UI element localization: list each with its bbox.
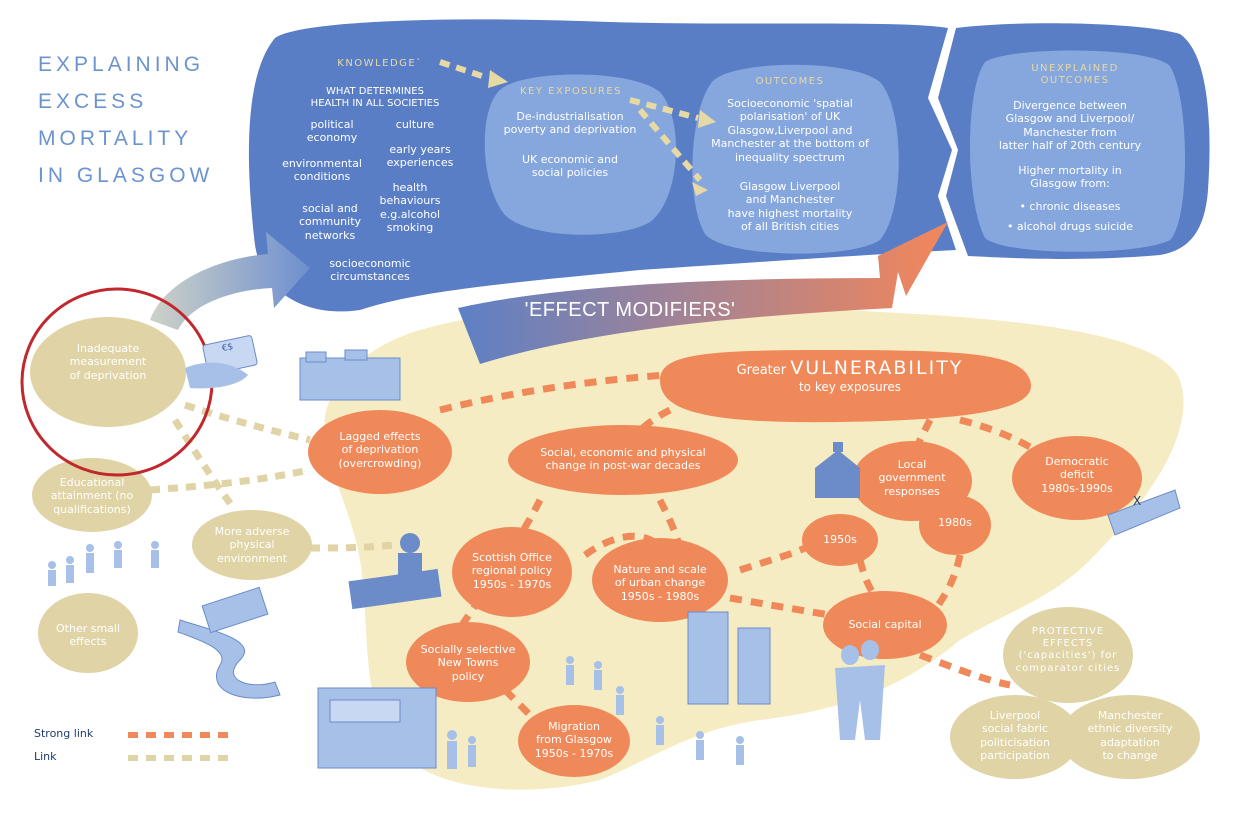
vulnerability-node: [660, 350, 1032, 423]
migrating-people-icon: [566, 656, 744, 765]
knowledge-item-culture: culture: [395, 118, 435, 131]
modern-building-icon: [317, 687, 437, 769]
lagged-effects-label: Lagged effects of deprivation (overcrowd…: [338, 430, 422, 470]
knowledge-item-social: social and community networks: [298, 202, 362, 242]
social-capital-label: Social capital: [848, 618, 922, 631]
nature-scale-node: [592, 538, 728, 622]
inadequate-blob: [30, 317, 186, 427]
y1950-node: [802, 514, 878, 566]
couple-icon: [835, 640, 885, 740]
key-exposures-blob: [484, 74, 677, 235]
vulnerability-word: VULNERABILITY: [790, 357, 964, 379]
adverse-environment-label: More adverse physical environment: [214, 525, 290, 565]
vulnerability-heading: Greater VULNERABILITY: [690, 356, 1010, 383]
other-effects-label: Other small effects: [55, 622, 121, 649]
educational-blob: [32, 458, 152, 532]
protective-blob: [1003, 607, 1133, 703]
vulnerability-subtext: to key exposures: [798, 380, 902, 394]
outcome-mortality: Glasgow Liverpool and Manchester have hi…: [727, 180, 853, 234]
year-1980s-label: 1980s: [938, 516, 972, 529]
desk-official-icon: [348, 533, 442, 610]
family-icon: [447, 730, 476, 769]
migration-node: [518, 705, 630, 777]
liverpool-blob: [950, 695, 1080, 779]
unexplained-bullet-chronic: • chronic diseases: [1019, 200, 1121, 213]
page-title: EXPLAINING EXCESS MORTALITY IN GLASGOW: [38, 53, 214, 187]
migration-label: Migration from Glasgow 1950s - 1970s: [534, 720, 614, 760]
democratic-deficit-label: Democratic deficit 1980s-1990s: [1041, 455, 1113, 495]
key-exposure-deindustrialisation: De-industrialisation poverty and depriva…: [503, 110, 637, 137]
unexplained-heading: UNEXPLAINED OUTCOMES: [1031, 63, 1119, 87]
outcomes-heading: OUTCOMES: [755, 76, 825, 87]
ballot-x-label: X: [1133, 494, 1142, 508]
knowledge-item-environmental: environmental conditions: [282, 157, 362, 184]
manchester-blob: [1060, 695, 1200, 779]
key-exposure-uk-policies: UK economic and social policies: [521, 153, 619, 180]
tenement-building-icon: [299, 349, 401, 401]
social-capital-node: [823, 591, 947, 659]
effect-modifiers-arrow: [458, 222, 948, 364]
manchester-label: Manchester ethnic diversity adaptation t…: [1087, 709, 1173, 763]
protective-effects-label: PROTECTIVE EFFECTS ('capacities') for co…: [1015, 626, 1121, 674]
knowledge-item-political: political economy: [306, 118, 358, 145]
tower-blocks-icon: [687, 611, 771, 705]
unexplained-blob: [970, 50, 1185, 252]
social-change-label: Social, economic and physical change in …: [540, 446, 706, 473]
local-government-label: Local government responses: [878, 458, 946, 498]
knowledge-item-health: health behaviours e.g.alcohol smoking: [379, 181, 441, 235]
ballot-box-icon: [1107, 489, 1181, 536]
knowledge-item-socioeconomic: socioeconomic circumstances: [329, 257, 411, 284]
knowledge-item-early-years: early years experiences: [386, 143, 454, 170]
scottish-office-label: Scottish Office regional policy 1950s - …: [471, 551, 553, 591]
legend-link: Link: [34, 750, 57, 763]
educational-attainment-label: Educational attainment (no qualification…: [50, 476, 134, 516]
unexplained-divergence: Divergence between Glasgow and Liverpool…: [998, 99, 1142, 153]
year-1950s-label: 1950s: [823, 533, 857, 546]
y1980-node: [919, 495, 991, 555]
knowledge-heading: KNOWLEDGE`: [337, 58, 423, 69]
inadequate-measurement-label: Inadequate measurement of deprivation: [69, 342, 147, 382]
effect-modifiers-label: 'EFFECT MODIFIERS': [524, 299, 736, 321]
knowledge-subheading: WHAT DETERMINES HEALTH IN ALL SOCIETIES: [310, 86, 440, 110]
measurement-arrow: [150, 232, 310, 330]
lagged-node: [308, 410, 452, 494]
vulnerability-prefix: Greater: [736, 363, 791, 378]
legend-strong-link: Strong link: [34, 727, 94, 740]
new-towns-node: [406, 622, 530, 702]
unexplained-higher: Higher mortality in Glasgow from:: [1018, 164, 1122, 191]
adverse-blob: [192, 510, 312, 580]
liverpool-label: Liverpool social fabric politicisation p…: [980, 709, 1050, 763]
nature-scale-label: Nature and scale of urban change 1950s -…: [613, 563, 707, 603]
new-towns-label: Socially selective New Towns policy: [420, 643, 516, 683]
social-change-node: [508, 425, 738, 495]
key-exposures-heading: KEY EXPOSURES: [519, 86, 622, 97]
river-landscape-icon: [177, 586, 281, 699]
other-blob: [38, 593, 138, 673]
walking-people-icon: [48, 541, 159, 586]
money-hand-icon: [185, 335, 258, 389]
outcomes-blob: [692, 64, 899, 254]
unexplained-bullet-alcohol: • alcohol drugs suicide: [1006, 220, 1134, 233]
outcome-polarisation: Socioeconomic 'spatial polarisation' of …: [711, 97, 869, 164]
scottish-office-node: [452, 527, 572, 617]
money-label: €$: [220, 341, 235, 355]
democratic-node: [1012, 436, 1142, 520]
city-chambers-icon: [815, 442, 860, 498]
